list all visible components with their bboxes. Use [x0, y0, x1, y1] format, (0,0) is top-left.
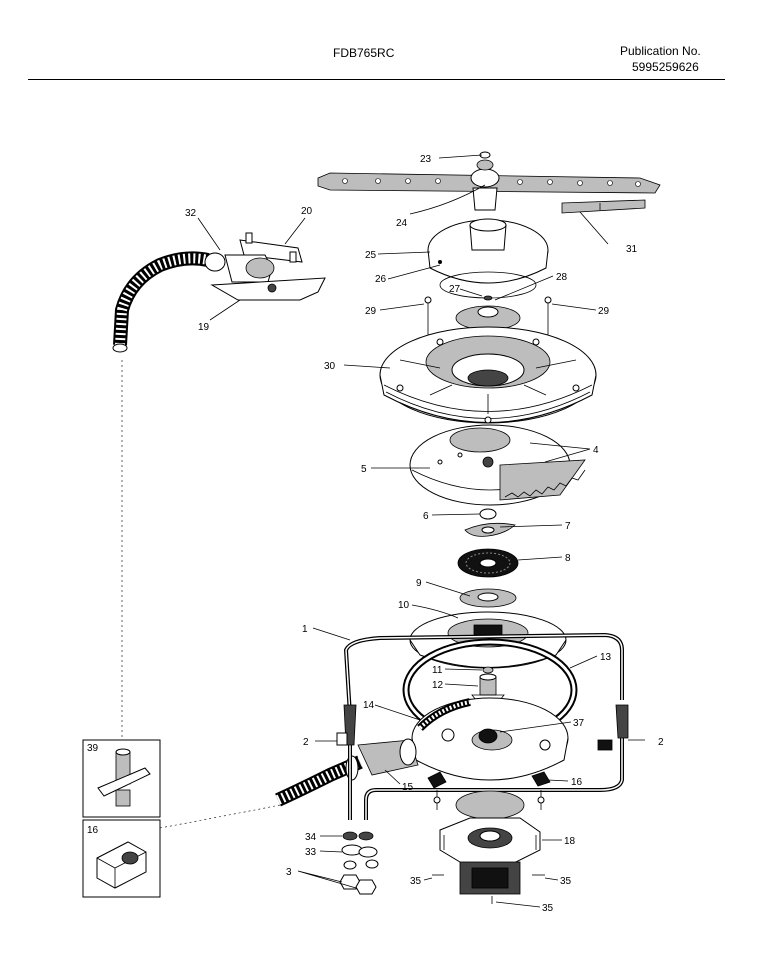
- callout-13: 13: [600, 652, 612, 663]
- leader-lines: [197, 154, 645, 908]
- clips-16: [427, 771, 551, 810]
- callout-35-left: 35: [410, 876, 422, 887]
- callout-28: 28: [556, 272, 568, 283]
- callout-19: 19: [198, 322, 210, 333]
- corrugated-hose: [112, 251, 226, 353]
- callout-32: 32: [185, 208, 197, 219]
- filter-screen: [457, 548, 519, 578]
- terminal-nuts-washers: [339, 831, 379, 895]
- callout-15: 15: [402, 782, 414, 793]
- callout-20: 20: [301, 206, 313, 217]
- pump-body: [411, 697, 569, 781]
- o-ring: [479, 508, 497, 520]
- drain-hose: [275, 738, 419, 807]
- callout-2-right: 2: [658, 737, 664, 748]
- detail-box-39: [82, 739, 161, 818]
- hose-bracket: [239, 232, 303, 263]
- publication-number: 5995259626: [632, 60, 699, 74]
- callout-39: 39: [87, 743, 99, 754]
- callout-5: 5: [361, 464, 367, 475]
- upper-spray-arm: [317, 159, 661, 211]
- callout-2-left: 2: [303, 737, 309, 748]
- heating-element: [343, 632, 624, 820]
- reference-lines: [121, 360, 281, 829]
- shaft-spring: [482, 666, 494, 674]
- callout-25: 25: [365, 250, 377, 261]
- retainer: [459, 588, 517, 608]
- callout-3: 3: [286, 867, 292, 878]
- callout-34: 34: [305, 832, 317, 843]
- callout-9: 9: [416, 578, 422, 589]
- callout-6: 6: [423, 511, 429, 522]
- spray-tube: [561, 199, 646, 214]
- publication-label: Publication No.: [620, 44, 701, 58]
- motor: [439, 790, 541, 895]
- callout-33: 33: [305, 847, 317, 858]
- callout-31: 31: [626, 244, 638, 255]
- header-rule: [28, 79, 725, 80]
- callout-35-bottom: 35: [542, 903, 554, 914]
- callout-27: 27: [449, 284, 461, 295]
- shaft-seal: [471, 673, 505, 701]
- callout-35-right: 35: [560, 876, 572, 887]
- detail-box-16: [82, 819, 161, 898]
- callout-labels: 23 24 31 25 26 27 28 29 29 30 4 5 6 7 8 …: [87, 154, 664, 914]
- screws-29: [424, 296, 552, 338]
- callout-30: 30: [324, 361, 336, 372]
- model-number: FDB765RC: [333, 46, 395, 60]
- callout-7: 7: [565, 521, 571, 532]
- callout-16: 16: [571, 777, 583, 788]
- callout-16-box: 16: [87, 825, 99, 836]
- callout-29-right: 29: [598, 306, 610, 317]
- bearing: [455, 295, 521, 331]
- motor-screws-35: [432, 874, 545, 904]
- callout-12: 12: [432, 680, 444, 691]
- callout-24: 24: [396, 218, 408, 229]
- callout-11: 11: [432, 665, 443, 676]
- callout-29-left: 29: [365, 306, 377, 317]
- callout-14: 14: [363, 700, 375, 711]
- brackets-2: [336, 704, 629, 751]
- lower-spray-arm: [427, 218, 549, 284]
- callout-23: 23: [420, 154, 432, 165]
- impeller: [464, 522, 516, 537]
- filter-assembly: [379, 326, 597, 424]
- callout-4: 4: [593, 445, 599, 456]
- nozzle-assembly: [210, 254, 326, 301]
- callout-10: 10: [398, 600, 410, 611]
- callout-1: 1: [302, 624, 308, 635]
- callout-8: 8: [565, 553, 571, 564]
- callout-37: 37: [573, 718, 585, 729]
- pump-cover-plate: [409, 424, 586, 506]
- callout-26: 26: [375, 274, 387, 285]
- callout-18: 18: [564, 836, 576, 847]
